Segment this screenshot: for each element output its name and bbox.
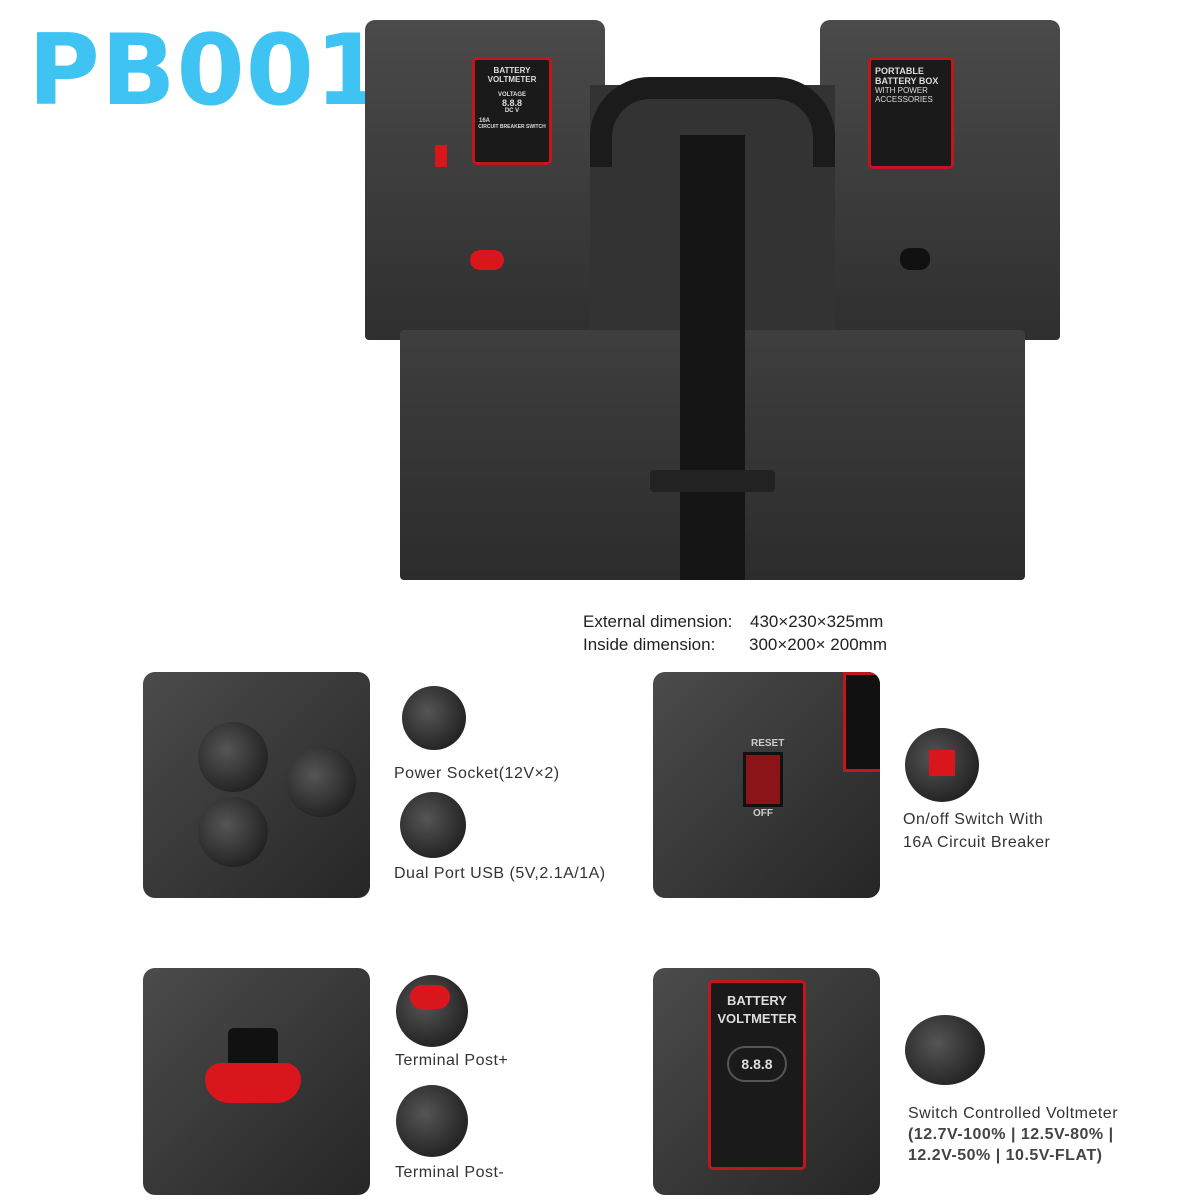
strap xyxy=(680,135,745,580)
terminal-positive-icon xyxy=(396,975,468,1047)
sockets-photo xyxy=(143,672,370,898)
voltmeter-caption-line3: 12.2V-50% | 10.5V-FLAT) xyxy=(908,1147,1103,1164)
label-display: 8.8.8 xyxy=(501,98,523,108)
inside-dimension-label: Inside dimension: xyxy=(583,635,716,654)
power-socket-icon xyxy=(402,686,466,750)
socket-icon xyxy=(198,797,268,867)
label-text: PORTABLE xyxy=(875,66,924,76)
switch-caption-line2: 16A Circuit Breaker xyxy=(903,834,1051,851)
off-text: OFF xyxy=(753,808,773,819)
power-switch xyxy=(435,145,447,167)
label-text: BATTERY xyxy=(493,66,531,75)
label-text: VOLTAGE xyxy=(497,92,527,98)
power-socket-caption: Power Socket(12V×2) xyxy=(394,765,560,782)
label-text: CIRCUIT BREAKER SWITCH xyxy=(478,124,546,130)
positive-terminal-icon xyxy=(470,250,504,270)
voltmeter-caption-line2: (12.7V-100% | 12.5V-80% | xyxy=(908,1126,1114,1143)
switch-caption-line1: On/off Switch With xyxy=(903,811,1044,828)
voltmeter-icon xyxy=(905,1015,985,1085)
label-text: ACCESSORIES xyxy=(875,95,933,104)
label-text: 16A xyxy=(479,118,491,124)
terminal-photo xyxy=(143,968,370,1195)
voltmeter-caption-line1: Switch Controlled Voltmeter xyxy=(908,1105,1119,1122)
switch-photo: RESET OFF xyxy=(653,672,880,898)
terminal-positive-caption: Terminal Post+ xyxy=(395,1052,509,1069)
label-text: BATTERY BOX xyxy=(875,76,939,86)
external-dimension-value: 430×230×325mm xyxy=(750,612,884,631)
reset-text: RESET xyxy=(751,738,785,749)
strap-buckle xyxy=(650,470,775,492)
battery-box-image: BATTERY VOLTMETER VOLTAGE 8.8.8 DC V 16A… xyxy=(360,15,1065,585)
switch-thumb-icon xyxy=(905,728,979,802)
product-label: PORTABLE BATTERY BOX WITH POWER ACCESSOR… xyxy=(868,57,954,169)
usb-caption: Dual Port USB (5V,2.1A/1A) xyxy=(394,865,606,882)
negative-terminal-icon xyxy=(900,248,930,270)
terminal-negative-icon xyxy=(396,1085,468,1157)
usb-port-icon xyxy=(400,792,466,858)
red-wingnut-icon xyxy=(410,985,450,1009)
voltmeter-photo: BATTERY VOLTMETER 8.8.8 xyxy=(653,968,880,1195)
label-text: DC V xyxy=(504,108,520,114)
label-text: VOLTMETER xyxy=(717,1011,797,1026)
terminal-base xyxy=(228,1028,278,1068)
inside-dimension-value: 300×200× 200mm xyxy=(749,635,887,654)
label-text: VOLTMETER xyxy=(487,75,537,84)
label-text: BATTERY xyxy=(727,993,787,1008)
terminal-negative-caption: Terminal Post- xyxy=(395,1164,505,1181)
product-code-title: PB001 xyxy=(28,14,385,128)
terminal-wingnut-icon xyxy=(205,1063,301,1103)
voltmeter-label: BATTERY VOLTMETER VOLTAGE 8.8.8 DC V 16A… xyxy=(472,57,552,165)
switch-rocker-icon xyxy=(929,750,955,776)
switch-icon xyxy=(743,752,783,807)
socket-icon xyxy=(286,747,356,817)
socket-icon xyxy=(198,722,268,792)
label-edge xyxy=(843,672,880,772)
label-text: WITH POWER xyxy=(875,86,928,95)
voltmeter-panel-label: BATTERY VOLTMETER 8.8.8 xyxy=(708,980,806,1170)
external-dimension-label: External dimension: xyxy=(583,612,733,631)
voltmeter-display: 8.8.8 xyxy=(727,1046,787,1082)
